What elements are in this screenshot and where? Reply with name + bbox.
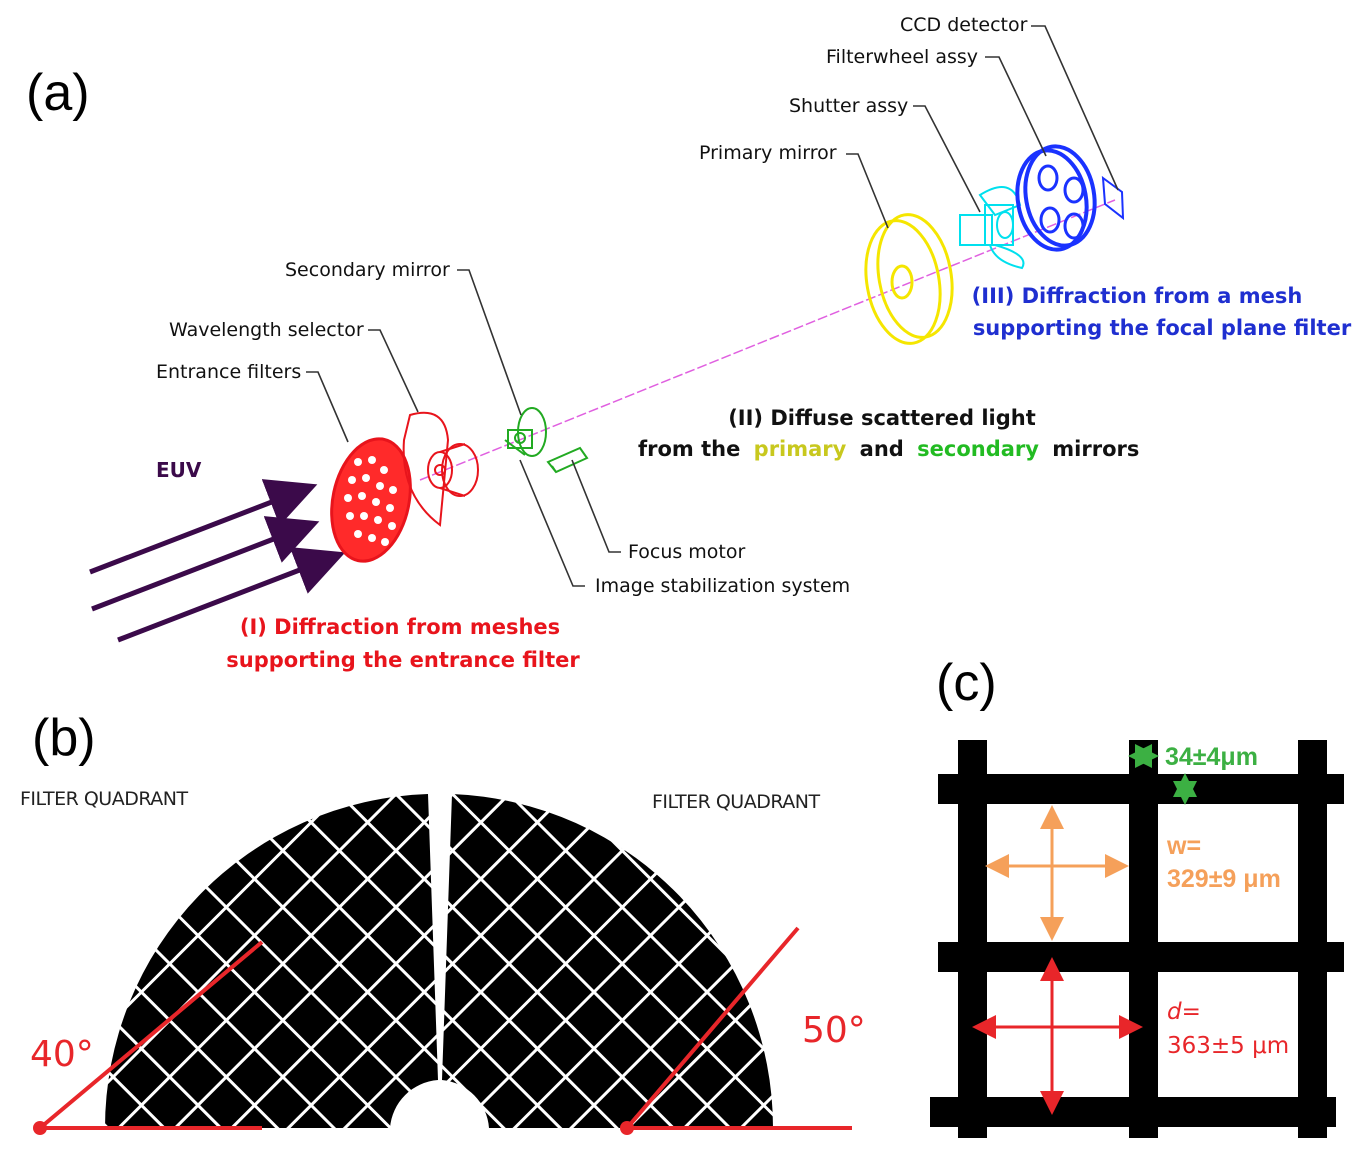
label-shutter: Shutter assy — [789, 95, 908, 117]
label-primary-mirror: Primary mirror — [699, 142, 837, 164]
angle-right-label: 50° — [802, 1010, 866, 1051]
annotation-ii-prefix: from the — [638, 437, 740, 461]
secondary-mirror-icon — [504, 407, 547, 457]
aperture-w-value: 329±9 μm — [1167, 865, 1281, 893]
annotation-ii-line1: (II) Diffuse scattered light — [728, 406, 1036, 430]
label-secondary-mirror: Secondary mirror — [285, 259, 450, 281]
annotation-iii-line2: supporting the focal plane filter — [973, 316, 1352, 340]
shutter-icon — [959, 186, 1025, 270]
wavelength-selector-icon — [402, 411, 479, 527]
annotation-ii-and: and — [860, 437, 904, 461]
label-wavelength-selector: Wavelength selector — [169, 319, 364, 341]
pitch-d-symbol: d= — [1167, 999, 1201, 1025]
primary-mirror-icon — [864, 213, 954, 345]
ccd-detector-icon — [1101, 175, 1125, 221]
angle-origin-left — [33, 1121, 47, 1135]
annotation-ii-secondary: secondary — [917, 437, 1039, 461]
filter-quadrant-left-label: FILTER QUADRANT — [20, 788, 188, 810]
pitch-d-value: 363±5 μm — [1167, 1033, 1289, 1059]
panel-a-label: (a) — [26, 64, 90, 122]
annotation-iii-line1: (III) Diffraction from a mesh — [972, 284, 1303, 308]
aperture-w-symbol: w= — [1166, 832, 1201, 860]
annotation-i-line1: (I) Diffraction from meshes — [240, 615, 560, 639]
euv-label: EUV — [156, 458, 202, 482]
label-entrance-filters: Entrance filters — [156, 361, 301, 383]
focus-motor-icon — [546, 446, 589, 474]
annotation-ii-suffix: mirrors — [1052, 437, 1139, 461]
label-image-stabilization: Image stabilization system — [595, 575, 850, 597]
panel-c-label: (c) — [936, 654, 997, 712]
wire-width-label: 34±4μm — [1165, 743, 1258, 771]
filterwheel-icon — [1015, 144, 1097, 252]
euv-arrows — [89, 479, 346, 643]
label-ccd-detector: CCD detector — [900, 14, 1028, 36]
angle-origin-right — [620, 1121, 634, 1135]
leader-lines — [306, 25, 1119, 587]
annotation-i-line2: supporting the entrance filter — [226, 648, 580, 672]
filter-mesh-semicircle — [104, 794, 774, 1128]
angle-lines — [38, 926, 852, 1130]
mesh-grid — [930, 740, 1344, 1138]
panel-b-label: (b) — [32, 709, 96, 767]
label-filterwheel: Filterwheel assy — [826, 46, 978, 68]
annotation-ii-line2: from the primary and secondary mirrors — [638, 437, 1139, 461]
filter-quadrant-right-label: FILTER QUADRANT — [652, 791, 820, 813]
angle-left-label: 40° — [30, 1034, 94, 1075]
label-focus-motor: Focus motor — [628, 541, 746, 563]
entrance-filter-icon — [330, 437, 412, 563]
annotation-ii-primary: primary — [754, 437, 847, 461]
